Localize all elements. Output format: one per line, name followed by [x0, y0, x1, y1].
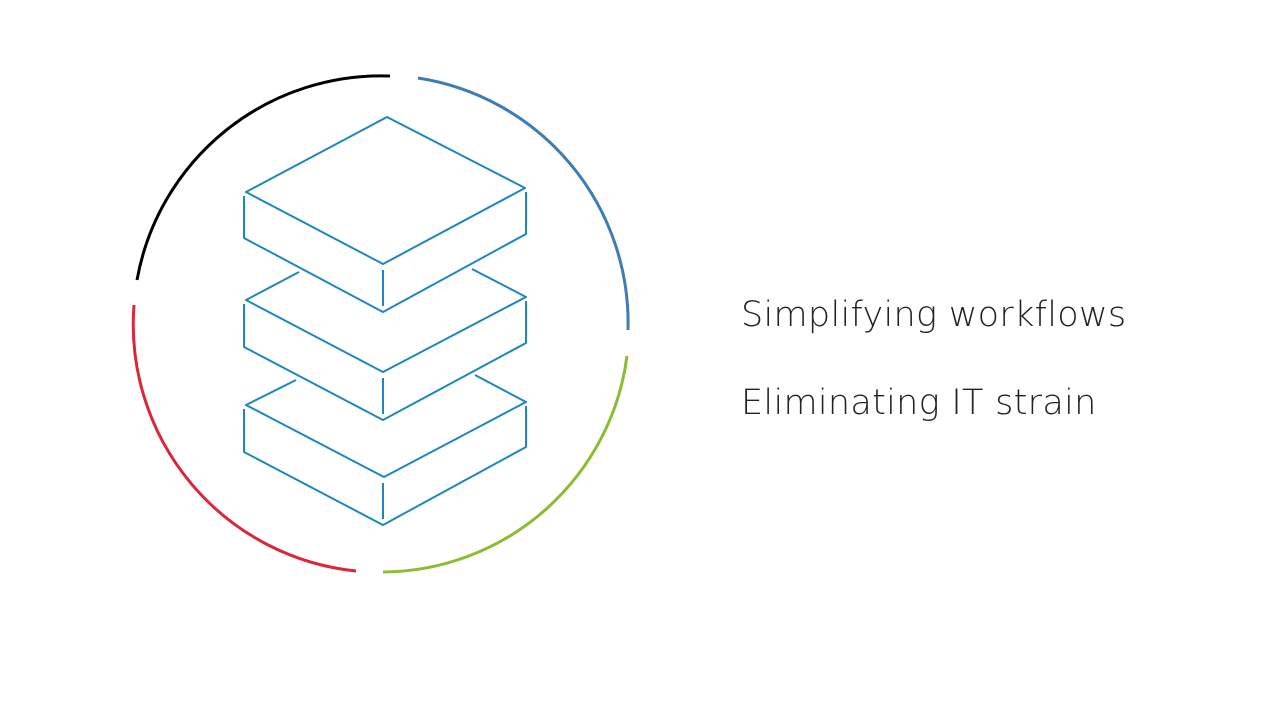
ring-segment-green — [382, 355, 629, 574]
stacked-layers-icon — [243, 116, 527, 526]
ring-segment-blue — [417, 76, 630, 331]
ring-segment-red — [131, 304, 357, 573]
tagline-eliminating-it-strain: Eliminating IT strain — [741, 383, 1097, 423]
ring-segment-black — [135, 74, 391, 281]
tagline-simplifying-workflows: Simplifying workflows — [741, 295, 1127, 335]
segmented-ring-graphic — [131, 74, 630, 574]
